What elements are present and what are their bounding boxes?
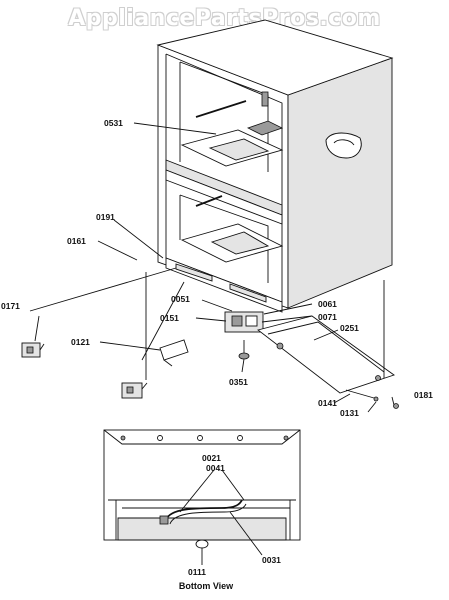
watermark: AppliancePartsPros.com: [68, 6, 381, 31]
callout-0151: 0151: [160, 313, 179, 323]
callout-0171: 0171: [1, 301, 20, 311]
screw-0181: [393, 403, 399, 409]
callout-0061: 0061: [318, 299, 337, 309]
callout-0251: 0251: [340, 323, 359, 333]
callout-0111: 0111: [188, 567, 206, 577]
bottom-view-diagram: [103, 429, 301, 549]
callout-0141: 0141: [318, 398, 337, 408]
refrigerator-cabinet: [156, 19, 394, 313]
leader-lines: [29, 122, 395, 565]
callout-0191: 0191: [96, 212, 115, 222]
callout-0121: 0121: [71, 337, 90, 347]
screw-0141: [345, 389, 379, 402]
callout-0031: 0031: [262, 555, 281, 565]
callout-0161: 0161: [67, 236, 86, 246]
callout-0041: 0041: [206, 463, 225, 473]
callout-0131: 0131: [340, 408, 359, 418]
callout-0051: 0051: [171, 294, 190, 304]
callout-0181: 0181: [414, 390, 433, 400]
callout-0531: 0531: [104, 118, 123, 128]
valve-assembly-0051: [224, 311, 264, 333]
callout-0351: 0351: [229, 377, 248, 387]
bracket-0121: [159, 339, 189, 367]
kickplate-0251: [256, 315, 395, 394]
hinge-0171: [21, 342, 45, 358]
bottom-view-caption: Bottom View: [179, 581, 234, 591]
callout-0021: 0021: [202, 453, 221, 463]
foot-0351: [238, 340, 250, 360]
callout-0071: 0071: [318, 312, 337, 322]
hinge-lower-left: [121, 382, 148, 399]
